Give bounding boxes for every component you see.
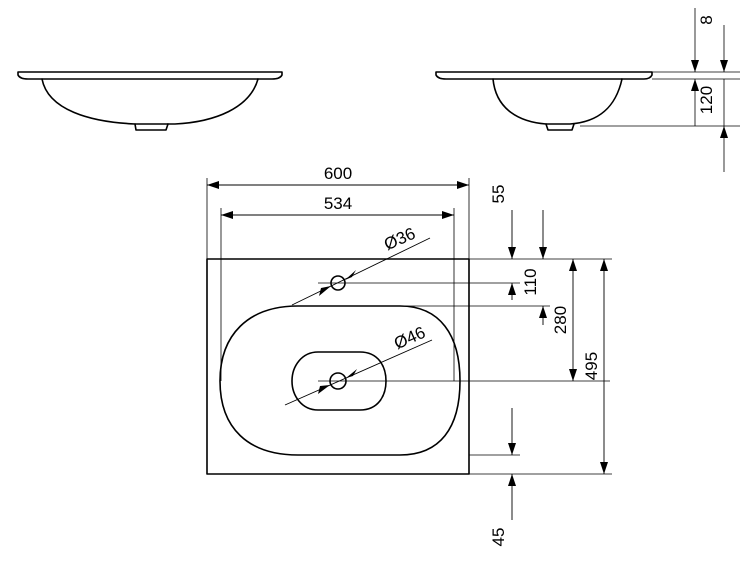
dim-total-width-label: 600 (324, 164, 352, 183)
dim-total-depth-label: 495 (582, 352, 601, 380)
dim-drain-diameter-label: Ø46 (391, 323, 428, 353)
plan-view (206, 258, 470, 475)
dim-tap-to-bowl-label: 110 (521, 268, 540, 295)
dim-bowl-height-label: 120 (697, 86, 716, 114)
diameter-leaders (284, 237, 610, 406)
dim-tap-to-drain-label: 280 (551, 306, 570, 334)
dim-tap-hole-diameter-label: Ø36 (381, 224, 418, 254)
dim-bottom-offset-label: 45 (489, 528, 508, 547)
side-elevation-view (435, 8, 740, 172)
dim-inner-width-label: 534 (324, 194, 352, 213)
dim-rim-thickness-label: 8 (697, 15, 716, 24)
dim-top-offset-label: 55 (489, 185, 508, 204)
front-elevation-view (17, 71, 283, 131)
width-dimensions (206, 178, 470, 381)
vertical-dimensions (380, 210, 612, 520)
